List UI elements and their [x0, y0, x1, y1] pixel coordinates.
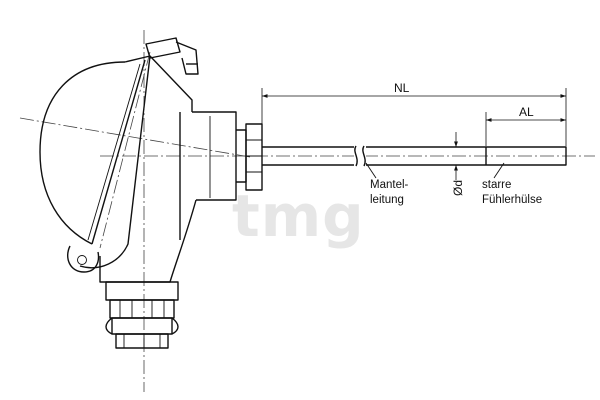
- label-fuehlerhuelse: starre Fühlerhülse: [482, 162, 542, 206]
- connection-head: [39, 37, 237, 283]
- cable-gland: [105, 281, 179, 349]
- nl-label: NL: [394, 81, 410, 95]
- mantel-line2: leitung: [370, 194, 404, 206]
- al-label: AL: [519, 105, 534, 119]
- starre-line2: Fühlerhülse: [482, 194, 542, 206]
- dimension-nl: NL: [261, 81, 567, 146]
- dimension-diameter: Ød: [451, 132, 465, 196]
- watermark-logo: tmg: [232, 182, 365, 250]
- center-lines: [19, 30, 595, 392]
- neck-and-nut: [236, 123, 263, 191]
- starre-line1: starre: [482, 179, 511, 191]
- sheath-tube: [262, 145, 567, 167]
- mantel-line1: Mantel-: [370, 179, 409, 191]
- diameter-label: Ød: [451, 180, 465, 196]
- dimension-al: AL: [485, 105, 566, 146]
- label-mantelleitung: Mantel- leitung: [365, 162, 409, 206]
